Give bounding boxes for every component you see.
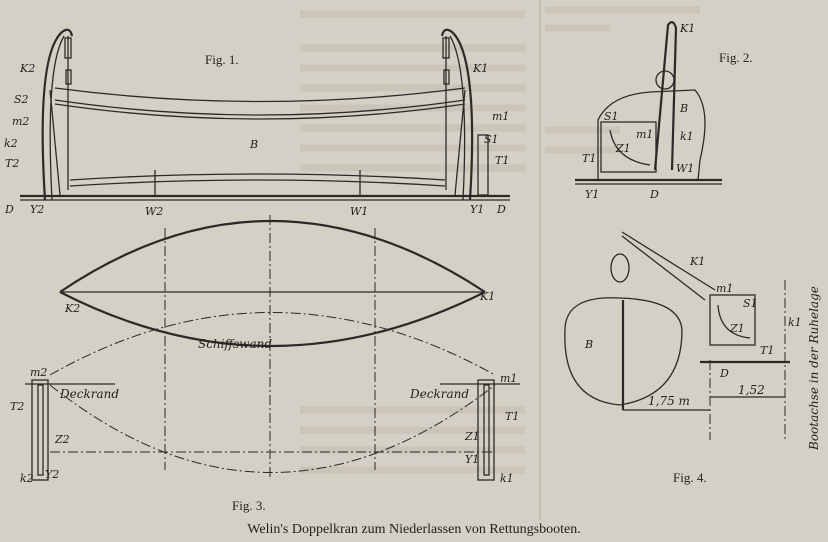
part-label: m1 <box>500 372 517 385</box>
part-label: k1 <box>500 472 514 485</box>
part-label: S1 <box>484 133 499 146</box>
part-label: m2 <box>30 366 47 379</box>
deckrand-right-label: Deckrand <box>409 387 469 401</box>
part-label: D <box>496 203 506 216</box>
fig4-label: Fig. 4. <box>673 470 707 485</box>
deckrand-left-label: Deckrand <box>59 387 119 401</box>
part-label: T1 <box>760 344 774 357</box>
part-label: T1 <box>505 410 519 423</box>
part-label: K1 <box>689 255 705 268</box>
part-label: Z1 <box>615 142 631 155</box>
figure-2: K1 Fig. 2. B S1 Z1 m1 k1 T1 W1 Y1 D <box>575 21 753 201</box>
part-label: Y1 <box>470 203 484 216</box>
part-label: T2 <box>5 157 19 170</box>
fig2-label: Fig. 2. <box>719 50 753 65</box>
dimension-1-75m: 1,75 m <box>648 394 690 408</box>
part-label: m1 <box>716 282 733 295</box>
part-label: K2 <box>19 62 35 75</box>
part-label: B <box>249 138 258 151</box>
part-label: K1 <box>479 290 495 303</box>
dimension-1-52: 1,52 <box>738 383 765 397</box>
part-label: K1 <box>472 62 488 75</box>
part-label: D <box>649 188 659 201</box>
part-label: W1 <box>676 162 694 175</box>
part-label: B <box>679 102 688 115</box>
figure-caption: Welin's Doppelkran zum Niederlassen von … <box>247 522 580 537</box>
boat-axis-label: Bootachse in der Ruhelage <box>807 286 821 451</box>
part-label: T1 <box>495 154 509 167</box>
part-label: Z2 <box>54 433 70 446</box>
part-label: K1 <box>679 22 695 35</box>
part-label: B <box>584 338 593 351</box>
part-label: Y2 <box>30 203 44 216</box>
part-label: T2 <box>10 400 24 413</box>
bleed-through-text <box>300 6 700 474</box>
part-label: Z1 <box>464 430 480 443</box>
part-label: D <box>719 367 729 380</box>
fig1-label: Fig. 1. <box>205 52 239 67</box>
part-label: k1 <box>788 316 802 329</box>
part-label: D <box>4 203 14 216</box>
part-label: k2 <box>4 137 18 150</box>
part-label: m2 <box>12 115 29 128</box>
figure-4: K1 B m1 S1 Z1 T1 k1 D 1,75 m 1,52 Bootac… <box>564 231 821 485</box>
schiffswand-label: Schiffswand <box>198 337 272 351</box>
part-label: Y2 <box>45 468 59 481</box>
part-label: K2 <box>64 302 80 315</box>
part-label: S1 <box>743 297 758 310</box>
figure-3: Schiffswand Deckrand Deckrand Fig. 3. K2… <box>10 215 520 513</box>
fig3-label: Fig. 3. <box>232 498 266 513</box>
part-label: S1 <box>604 110 619 123</box>
part-label: S2 <box>14 93 29 106</box>
part-label: Y1 <box>465 453 479 466</box>
part-label: W1 <box>350 205 368 218</box>
part-label: m1 <box>492 110 509 123</box>
part-label: T1 <box>582 152 596 165</box>
part-label: Y1 <box>585 188 599 201</box>
part-label: Z1 <box>729 322 745 335</box>
part-label: k2 <box>20 472 34 485</box>
figure-1: Fig. 1. K2 K1 B W2 W1 D D Y2 Y1 T2 T1 m2… <box>4 28 510 218</box>
part-label: k1 <box>680 130 694 143</box>
part-label: m1 <box>636 128 653 141</box>
part-label: W2 <box>145 205 163 218</box>
